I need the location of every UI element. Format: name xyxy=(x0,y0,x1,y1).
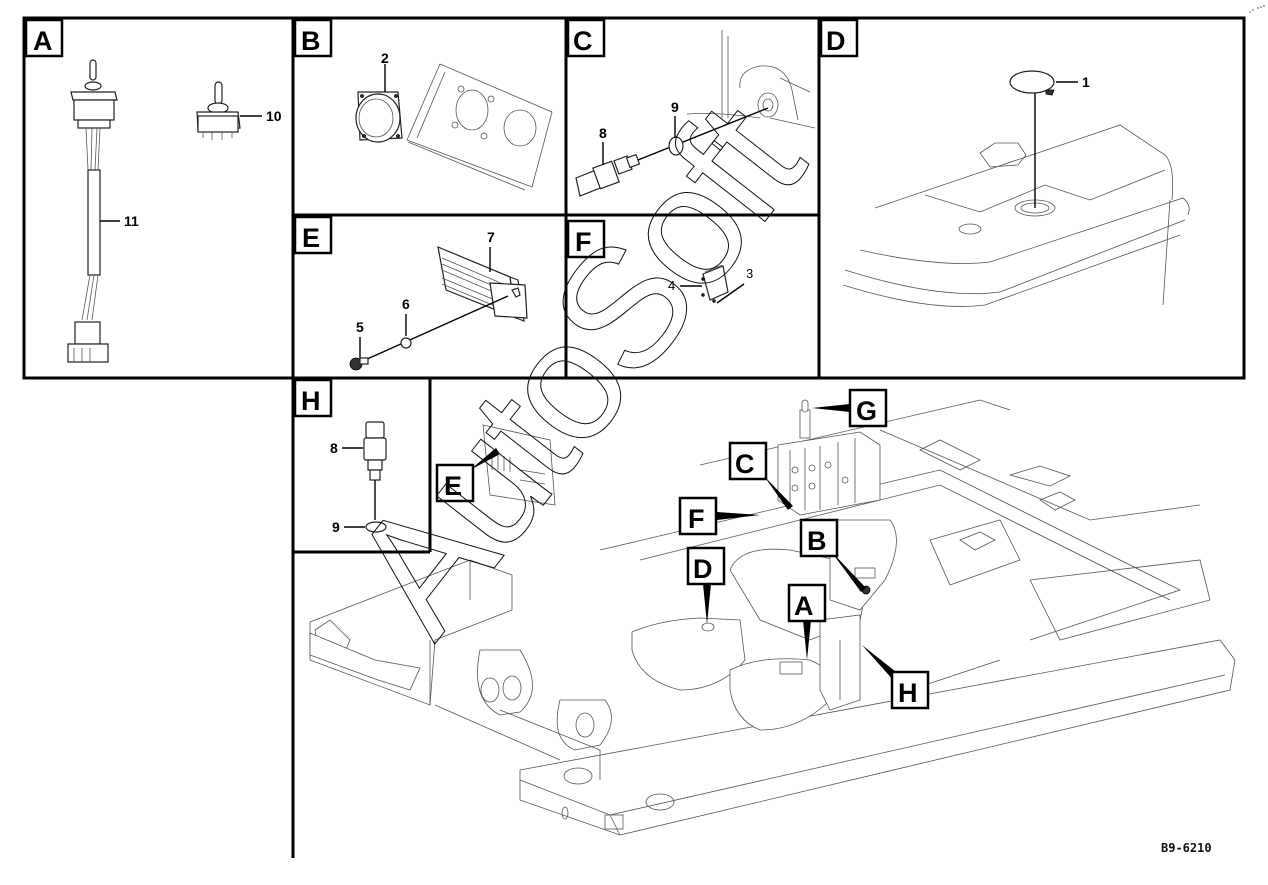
washer-6 xyxy=(400,337,412,349)
callout-7: 7 xyxy=(487,229,495,245)
panel-label-b: B xyxy=(293,18,333,58)
main-tag-g-text: G xyxy=(856,396,877,426)
top-panels-frame xyxy=(22,16,1246,380)
corner-mark xyxy=(1249,5,1265,13)
screw-5 xyxy=(349,357,369,371)
main-tag-b: B xyxy=(799,518,866,592)
callout-1: 1 xyxy=(1082,74,1090,90)
main-tag-d: D xyxy=(686,546,726,624)
switch-harness-11 xyxy=(67,59,118,363)
main-tag-d-text: D xyxy=(693,554,713,584)
cap-1 xyxy=(1009,70,1055,96)
panel-label-f: F xyxy=(566,219,606,259)
assembly-line-c xyxy=(637,107,769,161)
label-f-text: F xyxy=(575,227,592,257)
label-h-text: H xyxy=(301,386,321,416)
control-unit-4 xyxy=(701,264,729,303)
callout-8-c: 8 xyxy=(599,125,607,141)
callout-9-h: 9 xyxy=(332,519,340,535)
label-e-text: E xyxy=(302,223,320,253)
panel-label-h: H xyxy=(293,378,333,418)
callout-11: 11 xyxy=(124,213,139,229)
label-a-text: A xyxy=(33,26,53,56)
main-tag-f: F xyxy=(678,496,760,536)
main-tag-c: C xyxy=(728,441,793,510)
main-tag-a-text: A xyxy=(794,591,814,621)
panel-label-d: D xyxy=(819,18,859,58)
main-tag-e-text: E xyxy=(444,471,462,501)
main-tag-b-text: B xyxy=(807,526,827,556)
round-socket-2 xyxy=(355,91,403,143)
callout-9-c: 9 xyxy=(671,99,679,115)
callout-10: 10 xyxy=(266,108,282,124)
pressure-sensor-8-h xyxy=(363,421,387,481)
label-b-text: B xyxy=(301,26,321,56)
label-c-text: C xyxy=(573,26,593,56)
label-d-text: D xyxy=(826,26,846,56)
assembly-line-e xyxy=(364,295,509,361)
main-tag-h-text: H xyxy=(898,678,918,708)
panel-label-c: C xyxy=(566,18,606,58)
callout-5: 5 xyxy=(356,319,364,335)
toggle-switch-10 xyxy=(196,81,241,140)
main-tag-e: E xyxy=(435,448,500,503)
main-tag-f-text: F xyxy=(688,504,705,534)
leader-3 xyxy=(716,283,745,304)
callout-4: 4 xyxy=(668,278,675,293)
main-tag-c-text: C xyxy=(735,449,755,479)
relay-box-7 xyxy=(437,246,528,322)
pressure-sensor-8 xyxy=(575,153,641,197)
main-tag-h: H xyxy=(862,645,930,710)
background-mount-c xyxy=(686,30,816,129)
callout-2: 2 xyxy=(381,50,389,66)
panel-label-e: E xyxy=(293,215,333,255)
callout-3: 3 xyxy=(746,266,753,281)
main-frame-assembly xyxy=(309,399,1236,836)
panel-frames xyxy=(22,16,1246,858)
main-tag-g: G xyxy=(812,388,888,428)
main-tag-a: A xyxy=(787,583,827,660)
tank-body-d xyxy=(842,124,1190,307)
o-ring-9-c xyxy=(668,136,684,156)
drawing-code: B9-6210 xyxy=(1161,841,1212,855)
panel-label-a: A xyxy=(24,18,64,58)
callout-6: 6 xyxy=(402,296,410,312)
mounting-bracket xyxy=(406,63,553,191)
o-ring-9-h xyxy=(365,521,387,533)
callout-8-h: 8 xyxy=(330,440,338,456)
